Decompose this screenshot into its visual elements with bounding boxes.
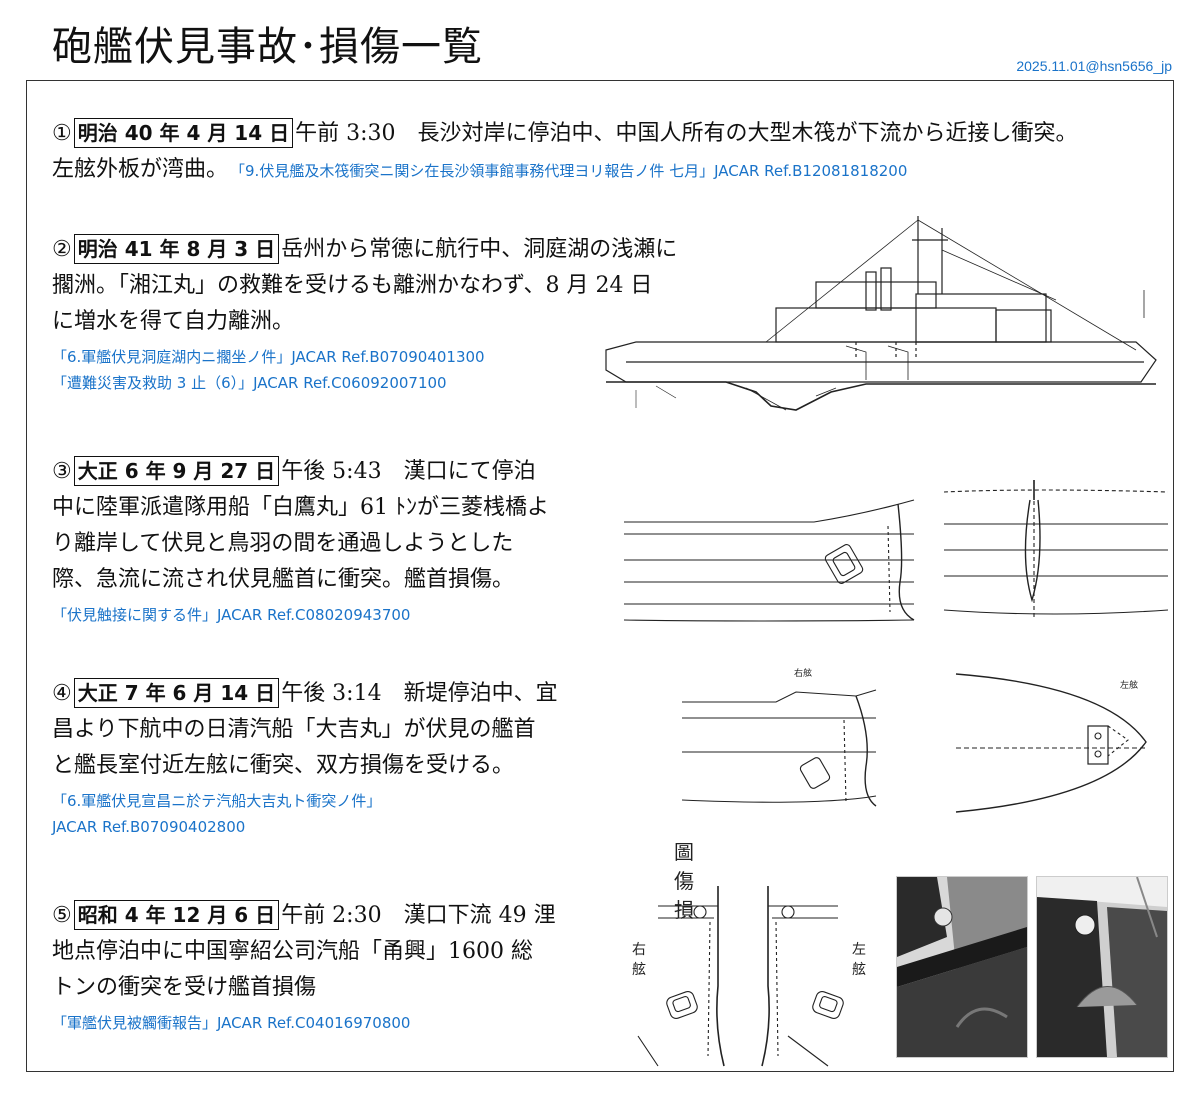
entry-2-ref-1[interactable]: 「6.軍艦伏見洞庭湖内ニ擱坐ノ件」JACAR Ref.B07090401300 — [52, 348, 485, 366]
entry-1-ref-1[interactable]: 「9.伏見艦及木筏衝突ニ関シ在長沙領事館事務代理ヨリ報告ノ件 七月」JACAR … — [230, 162, 908, 180]
entry-3-date: 大正 6 年 9 月 27 日 — [73, 456, 280, 486]
damage-diagram-title: 圖傷損 — [674, 840, 708, 922]
content-frame — [26, 80, 1174, 1072]
entry-5-line-2: 地点停泊中に中国寧紹公司汽船「甬興」1600 総 — [52, 939, 533, 964]
entry-5-date: 昭和 4 年 12 月 6 日 — [73, 900, 280, 930]
entry-2-line-2: 擱洲。「湘江丸」の救難を受けるも離洲かなわず、8 月 24 日 — [52, 273, 653, 298]
entry-4-line-3: と艦長室付近左舷に衝突、双方損傷を受ける。 — [52, 753, 515, 778]
ship-profile-drawing — [596, 210, 1166, 430]
entry-2-num: ② — [52, 237, 72, 262]
entry-5-ref-1[interactable]: 「軍艦伏見被觸衝報告」JACAR Ref.C04016970800 — [52, 1014, 411, 1032]
port-note-label: 左舷 — [1120, 679, 1138, 691]
entry-5-line-3: トンの衝突を受け艦首損傷 — [52, 975, 317, 1000]
entry-1-line-2: 左舷外板が湾曲。「9.伏見艦及木筏衝突ニ関シ在長沙領事館事務代理ヨリ報告ノ件 七… — [52, 157, 908, 182]
entry-3-ref-1[interactable]: 「伏見触接に関する件」JACAR Ref.C08020943700 — [52, 606, 411, 624]
author-credit: 2025.11.01@hsn5656_jp — [1016, 58, 1172, 74]
bow-damage-drawing-1918: 右舷 左舷 — [676, 656, 1166, 826]
starboard-note-label: 右舷 — [794, 667, 812, 679]
damage-photo-2 — [1036, 876, 1168, 1058]
starboard-label: 右舷 — [632, 942, 646, 978]
entry-4-ref-1[interactable]: 「6.軍艦伏見宣昌ニ於テ汽船大吉丸ト衝突ノ件」 — [52, 792, 382, 810]
entry-2-line-3: に増水を得て自力離洲。 — [52, 309, 295, 334]
entry-3-num: ③ — [52, 459, 72, 484]
entry-3-line-2: 中に陸軍派遣隊用船「白鷹丸」61 ﾄﾝが三菱桟橋よ — [52, 495, 549, 520]
entry-1-num: ① — [52, 121, 72, 146]
entry-2-ref-2[interactable]: 「遭難災害及救助 3 止（6）」JACAR Ref.C06092007100 — [52, 374, 447, 392]
entry-4-ref-2[interactable]: JACAR Ref.B07090402800 — [52, 818, 246, 836]
entry-4-date: 大正 7 年 6 月 14 日 — [73, 678, 280, 708]
bow-damage-drawing-1917 — [614, 470, 1170, 650]
entry-5-num: ⑤ — [52, 903, 72, 928]
entry-4-num: ④ — [52, 681, 72, 706]
entry-2-date: 明治 41 年 8 月 3 日 — [73, 234, 280, 264]
entry-4-line-2: 昌より下航中の日清汽船「大吉丸」が伏見の艦首 — [52, 717, 536, 742]
port-label: 左舷 — [852, 942, 866, 978]
entry-1-date: 明治 40 年 4 月 14 日 — [73, 118, 294, 148]
page-title: 砲艦伏見事故･損傷一覧 — [52, 24, 483, 70]
entry-3-line-4: 際、急流に流され伏見艦首に衝突。艦首損傷。 — [52, 567, 515, 592]
damage-photo-1 — [896, 876, 1028, 1058]
entry-3-line-3: り離岸して伏見と鳥羽の間を通過しようとした — [52, 531, 514, 556]
